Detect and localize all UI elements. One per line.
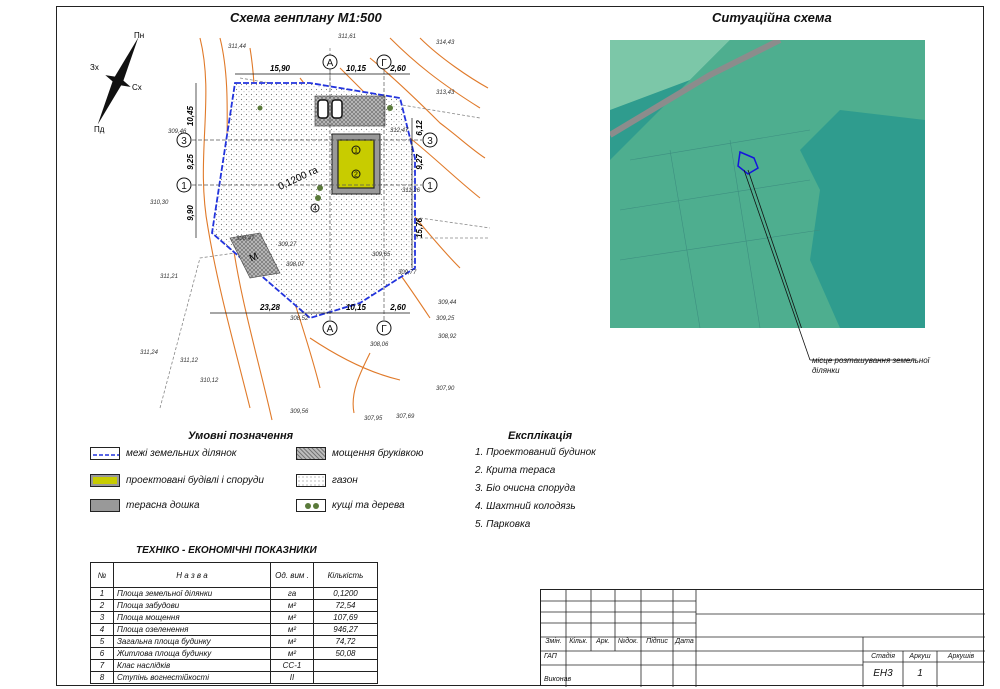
svg-text:309,77: 309,77	[398, 270, 417, 276]
svg-text:307,90: 307,90	[436, 386, 455, 392]
marker-house: 1	[354, 148, 358, 155]
legend-item-paving: мощення бруківкою	[296, 447, 423, 460]
svg-text:307,95: 307,95	[364, 416, 383, 422]
compass-south: Пд	[94, 125, 105, 134]
axis-3-right: 3	[427, 136, 433, 147]
dim-top-3: 2,60	[389, 64, 406, 73]
legend-item-boundary: межі земельних ділянок	[90, 447, 237, 460]
legend-item-buildings: проектовані будівлі і споруди	[90, 474, 264, 487]
tep-title: ТЕХНІКО - ЕКОНОМІЧНІ ПОКАЗНИКИ	[136, 545, 317, 556]
svg-text:311,44: 311,44	[228, 44, 247, 50]
explication-item: 5. Парковка	[475, 519, 531, 530]
svg-text:311,26: 311,26	[402, 188, 421, 194]
title-block: Змін. Кільк. Арк. №док. Підпис Дата ГАП …	[540, 589, 985, 687]
marker-well: 4	[313, 206, 317, 213]
svg-text:308,06: 308,06	[370, 342, 389, 348]
svg-text:309,65: 309,65	[372, 252, 391, 258]
svg-text:310,12: 310,12	[200, 378, 219, 384]
svg-text:311,61: 311,61	[338, 34, 356, 40]
axis-a-bottom: А	[327, 324, 334, 335]
situation-title: Ситуаційна схема	[712, 10, 832, 25]
compass-rose: Зх Сх Пд Пн	[90, 31, 144, 134]
dim-top-1: 15,90	[270, 64, 291, 73]
situation-map	[610, 40, 925, 328]
explication-item: 1. Проектований будинок	[475, 447, 596, 458]
dim-left-3: 9,90	[186, 205, 195, 221]
location-callout: місце розташування земельної ділянки	[812, 356, 930, 375]
site-marker	[737, 150, 759, 175]
compass-north: Пн	[134, 31, 144, 40]
axis-1-right: 1	[427, 181, 433, 192]
marker-terrace: 2	[354, 172, 358, 179]
svg-text:310,30: 310,30	[150, 200, 169, 206]
svg-text:311,24: 311,24	[140, 350, 159, 356]
map-forest	[610, 40, 730, 110]
dim-right-1: 6,12	[415, 120, 424, 136]
legend-item-decking: терасна дошка	[90, 499, 200, 512]
role-gap: ГАП	[544, 653, 557, 660]
callout-line	[743, 169, 915, 361]
svg-text:309,44: 309,44	[438, 300, 457, 306]
svg-text:309,56: 309,56	[290, 409, 309, 415]
svg-text:312,47: 312,47	[390, 128, 409, 134]
stage-value: ЕН3	[873, 668, 893, 679]
dim-bottom-1: 23,28	[259, 303, 281, 312]
svg-text:314,43: 314,43	[436, 40, 455, 46]
parking-area	[229, 232, 281, 279]
dim-left-1: 10,45	[186, 105, 195, 126]
dim-bottom-2: 10,15	[346, 303, 367, 312]
dim-right-3: 15,76	[415, 217, 424, 238]
legend-item-trees: кущі та дерева	[296, 499, 405, 512]
house-footprint	[337, 139, 375, 189]
svg-text:309,27: 309,27	[278, 242, 297, 248]
svg-text:311,21: 311,21	[160, 274, 178, 280]
tree-icons	[257, 105, 393, 201]
axis-1-left: 1	[181, 181, 187, 192]
map-road	[610, 40, 782, 138]
dim-top-2: 10,15	[346, 64, 367, 73]
explication-item: 3. Біо очисна споруда	[475, 483, 576, 494]
legend-item-lawn: газон	[296, 474, 358, 487]
svg-text:309,25: 309,25	[436, 316, 455, 322]
axis-3-left: 3	[181, 136, 187, 147]
svg-text:313,43: 313,43	[436, 90, 455, 96]
dim-right-2: 9,27	[415, 154, 424, 170]
compass-east: Сх	[132, 83, 142, 92]
role-executor: Виконав	[544, 676, 572, 683]
axis-a-top: А	[327, 58, 334, 69]
sheets-value	[937, 668, 985, 679]
car-icons	[317, 99, 343, 119]
site-plan: А Г А Г 3 1 3 1 15,90 10,15 2,60 23,28 1…	[140, 34, 490, 422]
map-field	[610, 40, 925, 328]
explication-item: 2. Крита тераса	[475, 465, 556, 476]
svg-text:307,69: 307,69	[396, 414, 415, 420]
svg-text:311,12: 311,12	[180, 358, 199, 364]
svg-text:309,46: 309,46	[168, 129, 187, 135]
genplan-title: Схема генплану М1:500	[230, 10, 382, 25]
explication-item: 4. Шахтний колодязь	[475, 501, 576, 512]
svg-text:308,07: 308,07	[286, 262, 305, 268]
legend-title: Умовні позначення	[188, 430, 294, 442]
drawing-sheet	[56, 6, 984, 686]
svg-text:308,47: 308,47	[236, 236, 255, 242]
sheet-value: 1	[917, 668, 923, 679]
axis-g-top: Г	[381, 58, 387, 69]
axis-g-bottom: Г	[381, 324, 387, 335]
explication-list: 1. Проектований будинок 2. Крита тераса …	[475, 444, 596, 534]
svg-text:308,92: 308,92	[438, 334, 457, 340]
explication-title: Експлікація	[508, 430, 573, 442]
dim-bottom-3: 2,60	[389, 303, 406, 312]
compass-west: Зх	[90, 63, 99, 72]
svg-text:308,52: 308,52	[290, 316, 309, 322]
dim-left-2: 9,25	[186, 154, 195, 170]
